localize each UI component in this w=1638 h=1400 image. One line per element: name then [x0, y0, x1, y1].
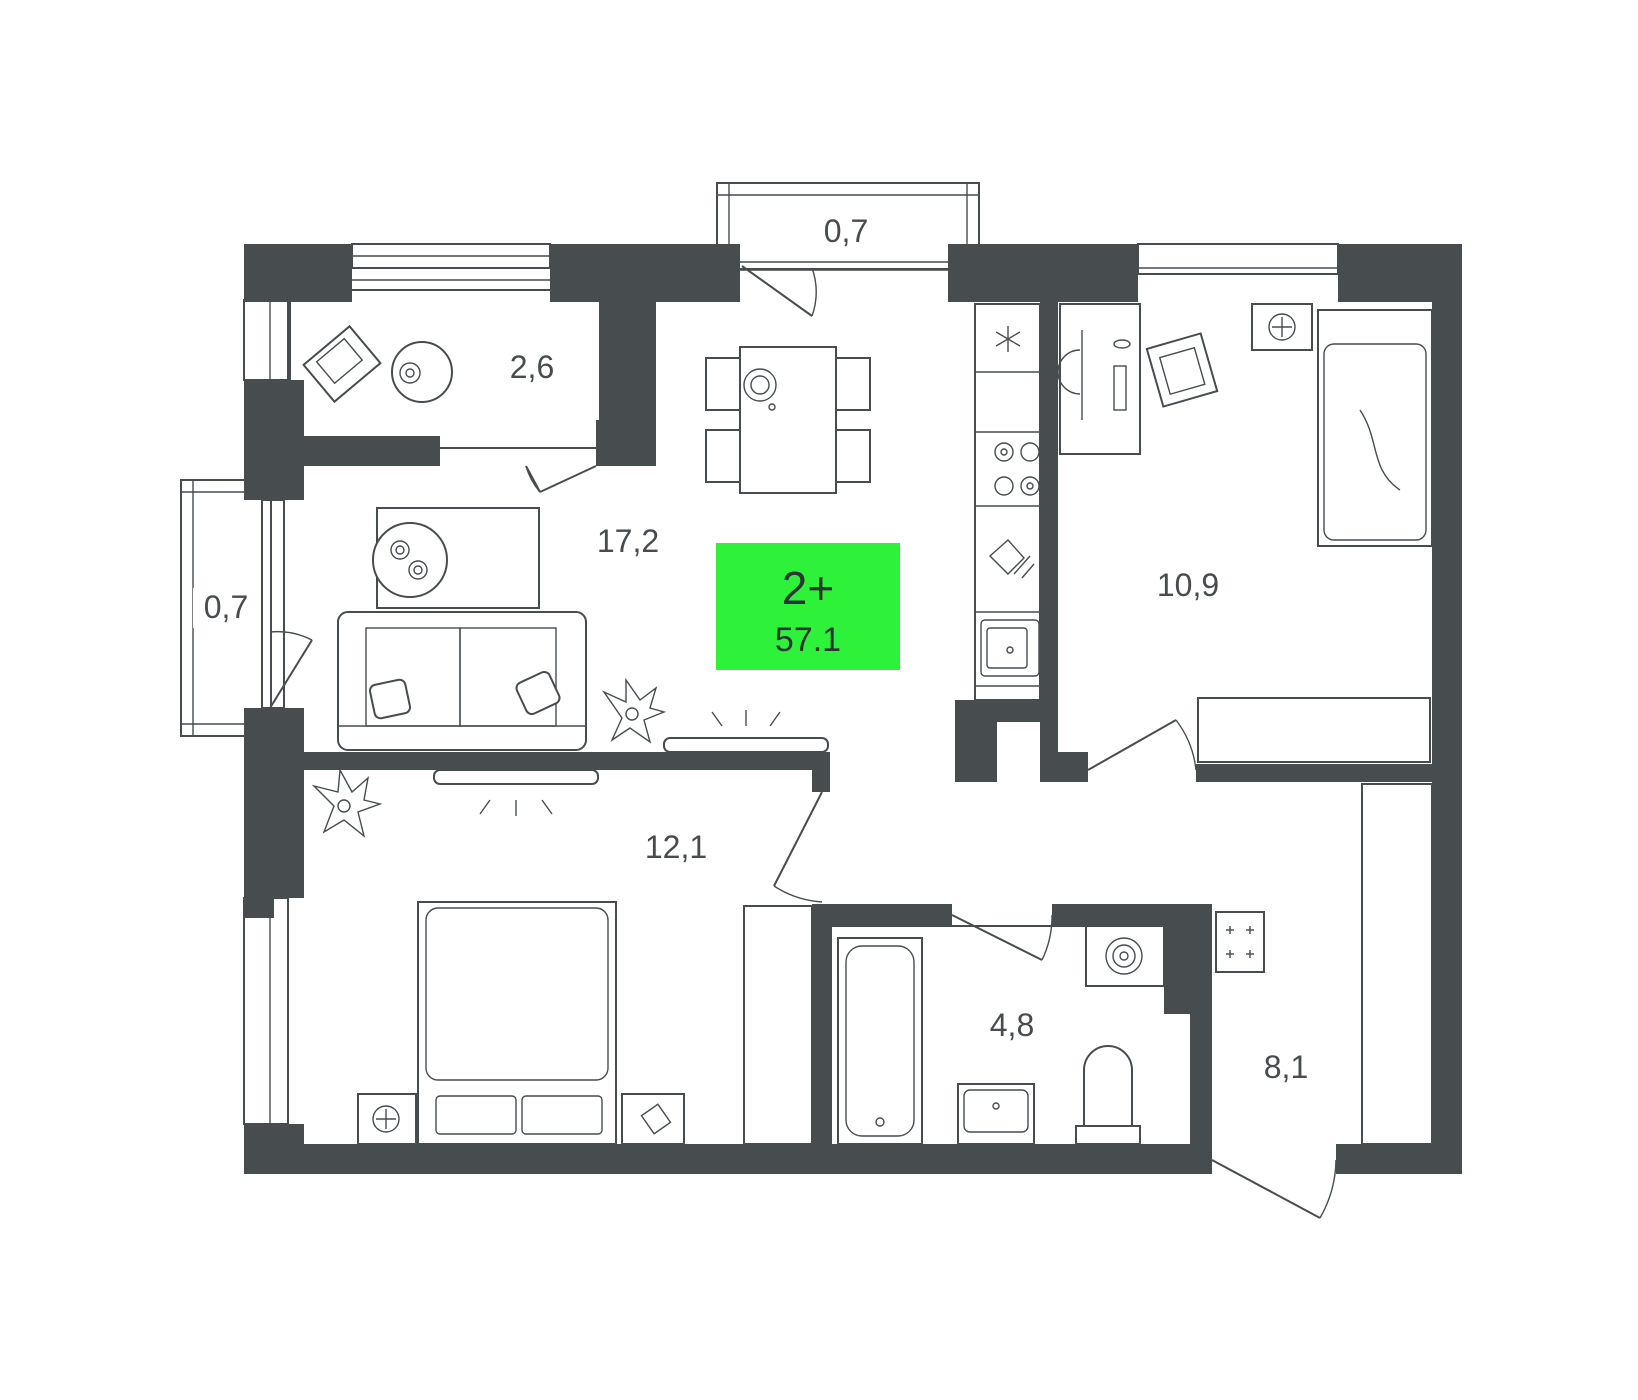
desk: [1057, 303, 1141, 455]
door-loggia-left: [269, 630, 313, 709]
nightstand-left-1: [357, 1093, 417, 1145]
area-living: 17,2: [597, 523, 659, 559]
electrical-panel: [1215, 911, 1265, 973]
toilet: [1075, 1045, 1141, 1145]
door-bathroom: [951, 914, 1053, 961]
door-entrance: [1211, 1159, 1337, 1219]
area-bathroom: 4,8: [990, 1007, 1034, 1043]
walls: [244, 244, 1462, 1174]
bed-single: [1317, 309, 1433, 547]
nightstand-left-2: [621, 1093, 685, 1145]
nightstand-right: [1251, 303, 1313, 351]
plant-bedroom: [311, 767, 383, 838]
area-hall: 8,1: [1264, 1049, 1308, 1085]
kitchen-sink: [980, 619, 1040, 677]
balcony-table: [391, 341, 453, 403]
area-bedroom-left: 12,1: [645, 829, 707, 865]
window-left-living: [261, 499, 285, 709]
wardrobe-right: [1197, 697, 1431, 763]
desk-chair: [1145, 332, 1219, 408]
windows: [243, 243, 1339, 1125]
window-balcony-top: [351, 243, 551, 281]
sofa: [337, 611, 587, 751]
cutting-board-icon: [988, 539, 1035, 579]
fridge-snowflake-icon: [995, 326, 1021, 352]
area-balcony: 2,6: [510, 349, 554, 385]
tv-bedroom: [433, 769, 599, 816]
bed-double: [417, 901, 617, 1145]
water-heater: [1085, 925, 1165, 987]
badge-background: [716, 543, 900, 670]
loggia-top: [716, 182, 980, 270]
kitchen-counter: [974, 303, 1041, 701]
badge-rooms: 2+: [782, 562, 834, 614]
plant-living: [601, 677, 667, 744]
coffee-table: [372, 507, 540, 609]
loggia-left: [180, 479, 272, 737]
window-loggia-top: [740, 261, 948, 271]
balcony-armchair: [302, 324, 382, 404]
dining-table: [705, 346, 871, 494]
bathroom-sink: [957, 1083, 1035, 1145]
window-top-right: [1137, 243, 1339, 275]
door-balcony: [525, 465, 597, 493]
door-bedroom-right: [1087, 719, 1197, 771]
stove-icon: [994, 442, 1040, 496]
badge-area: 57.1: [775, 621, 841, 659]
apartment-badge: 2+ 57.1: [716, 543, 900, 670]
door-bedroom-left: [773, 791, 823, 903]
wardrobe-hall: [1361, 783, 1433, 1145]
bathtub: [837, 937, 923, 1145]
area-loggia-left: 0,7: [204, 589, 248, 625]
door-loggia-top: [741, 265, 817, 317]
window-left-bedroom: [243, 897, 289, 1125]
area-bedroom-right: 10,9: [1157, 567, 1219, 603]
tv-living: [663, 710, 829, 753]
area-loggia-top: 0,7: [824, 213, 868, 249]
window-balcony-left: [243, 299, 289, 381]
doors: [269, 265, 1337, 1219]
wardrobe-left: [743, 905, 813, 1145]
